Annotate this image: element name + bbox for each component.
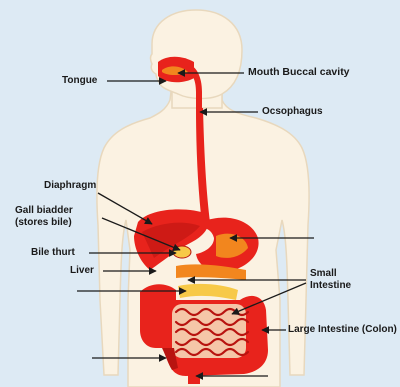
small-intestine-label-line2: Intestine <box>310 280 351 291</box>
oesophagus-label: Ocsophagus <box>262 106 323 117</box>
gall-bladder-label-line1: Gall biadder <box>15 205 73 216</box>
mouth-buccal-cavity-label: Mouth Buccal cavity <box>248 67 350 78</box>
gall-bladder-label-line2: (stores bile) <box>15 217 72 228</box>
small-intestine-label-line1: Small <box>310 268 337 279</box>
large-intestine-label: Large Intestine (Colon) <box>288 324 397 335</box>
diaphragm-label: Diaphragm <box>44 180 96 191</box>
bile-duct-label: Bile thurt <box>31 247 75 258</box>
liver-label: Liver <box>70 265 94 276</box>
tongue-label: Tongue <box>62 75 97 86</box>
rectum <box>188 366 200 384</box>
